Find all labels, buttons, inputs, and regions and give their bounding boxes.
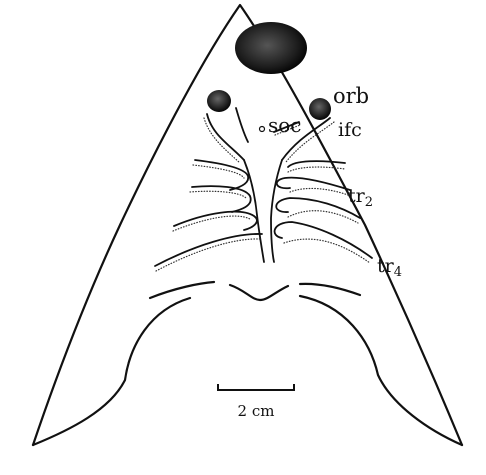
label-ifc: ifc bbox=[338, 119, 362, 141]
right-transverse-4 bbox=[275, 222, 372, 258]
shield-outline bbox=[33, 5, 462, 445]
right-transverse-4-stipple bbox=[284, 239, 370, 263]
pineal-spot bbox=[235, 22, 307, 74]
orbit-right bbox=[309, 98, 331, 120]
right-transverse-3-stipple bbox=[288, 211, 358, 223]
supraorbital-pore bbox=[260, 127, 265, 132]
label-orb: orb bbox=[333, 84, 369, 108]
left-supraorbital-canal bbox=[236, 108, 248, 142]
notch-line-left bbox=[150, 282, 214, 298]
label-soc: soc bbox=[268, 113, 302, 137]
left-infraorbital-canal bbox=[207, 114, 244, 160]
posterior-margin bbox=[33, 298, 190, 445]
scale-bar: 2 cm bbox=[218, 384, 294, 420]
orbit-left bbox=[207, 90, 231, 112]
left-transverse-3-stipple bbox=[173, 216, 250, 231]
notch-line-right bbox=[300, 284, 360, 295]
label-tr4: tr4 bbox=[377, 255, 402, 280]
left-transverse-2-stipple bbox=[190, 191, 246, 198]
right-transverse-1 bbox=[288, 161, 345, 167]
left-transverse-4 bbox=[155, 234, 262, 266]
right-transverse-2 bbox=[277, 178, 350, 190]
label-tr2: tr2 bbox=[348, 185, 373, 210]
left-transverse-3 bbox=[174, 212, 257, 230]
notch-line-center bbox=[230, 285, 288, 300]
right-transverse-2-stipple bbox=[290, 188, 348, 195]
left-transverse-1-stipple bbox=[193, 165, 244, 178]
left-transverse-2 bbox=[192, 186, 251, 212]
posterior-margin-right bbox=[300, 296, 462, 445]
scale-bar-label: 2 cm bbox=[238, 402, 275, 420]
left-infraorbital-stipple bbox=[204, 118, 240, 163]
